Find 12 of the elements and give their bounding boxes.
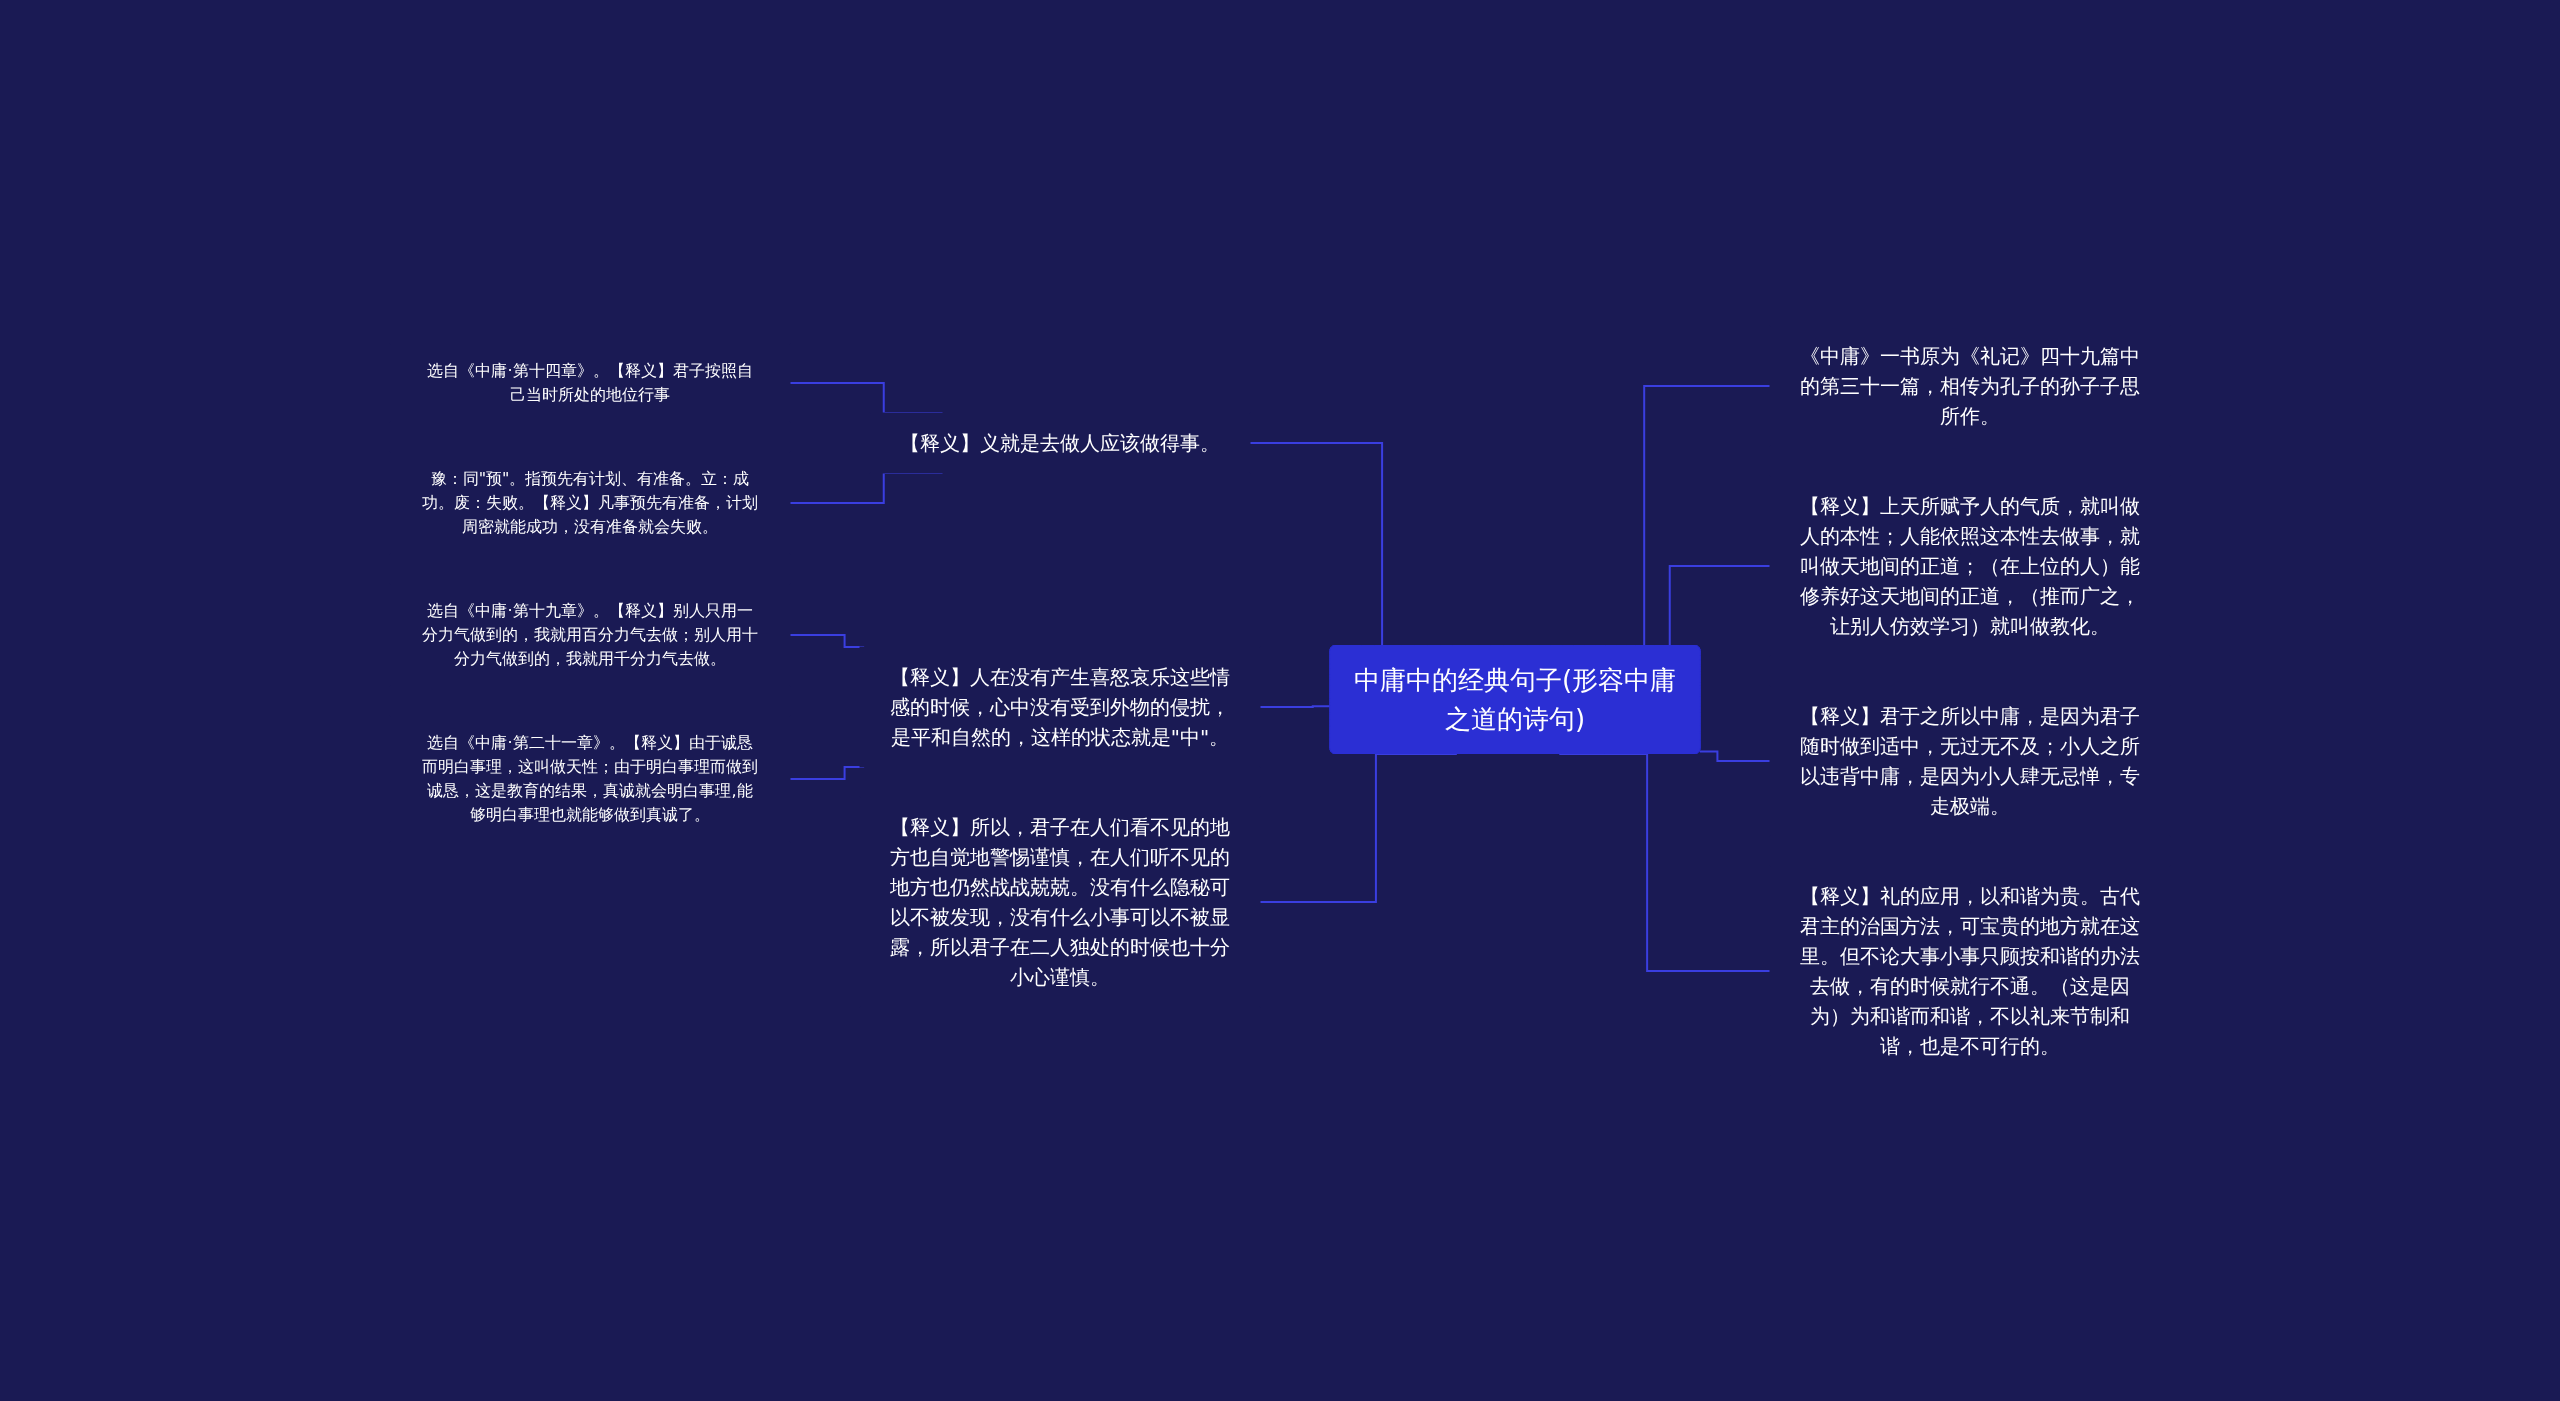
- node-text: 【释义】礼的应用，以和谐为贵。古代君主的治国方法，可宝贵的地方就在这里。但不论大事小事只顾按和谐的办法去做，有的时候就行不通。（这是因为）为和谐而和谐，不以礼来节制和谐，也是不可行的。: [1800, 883, 2140, 1058]
- connector: [1259, 704, 1332, 708]
- connector: [1698, 750, 1771, 762]
- node-text: 【释义】上天所赋予人的气质，就叫做人的本性；人能依照这本性去做事，就叫做天地间的正道；（在上位的人）能修养好这天地间的正道，（推而广之，让别人仿效学习）就叫做教化。: [1800, 493, 2140, 638]
- node-text: 【释义】君于之所以中庸，是因为君子随时做到适中，无过无不及；小人之所以违背中庸，是因为小人肆无忌惮，专走极端。: [1800, 703, 2140, 818]
- node-text: 选自《中庸·第十四章》。【释义】君子按照自己当时所处的地位行事: [427, 360, 753, 404]
- node-text: 《中庸》一书原为《礼记》四十九篇中的第三十一篇，相传为孔子的孙子子思所作。: [1800, 343, 2140, 428]
- node-text: 选自《中庸·第二十一章》。【释义】由于诚恳而明白事理，这叫做天性；由于明白事理而做到诚恳，这是教育的结果，真诚就会明白事理,能够明白事理也就能够做到真诚了。: [422, 732, 758, 824]
- node-text: 选自《中庸·第十九章》。【释义】别人只用一分力气做到的，我就用百分力气去做；别人用十分力气做到的，我就用千分力气去做。: [422, 600, 758, 668]
- node-text: 【释义】人在没有产生喜怒哀乐这些情感的时候，心中没有受到外物的侵扰，是平和自然的，这样的状态就是"中"。: [890, 664, 1230, 749]
- node-text: 豫：同"预"。指预先有计划、有准备。立：成功。废：失败。【释义】凡事预先有准备，计划周密就能成功，没有准备就会失败。: [422, 468, 758, 536]
- node-text: 【释义】所以，君子在人们看不见的地方也自觉地警惕谨慎，在人们听不见的地方也仍然战战兢兢。没有什么隐秘可以不被发现，没有什么小事可以不被显露，所以君子在二人独处的时候也十分小心谨慎。: [890, 814, 1230, 989]
